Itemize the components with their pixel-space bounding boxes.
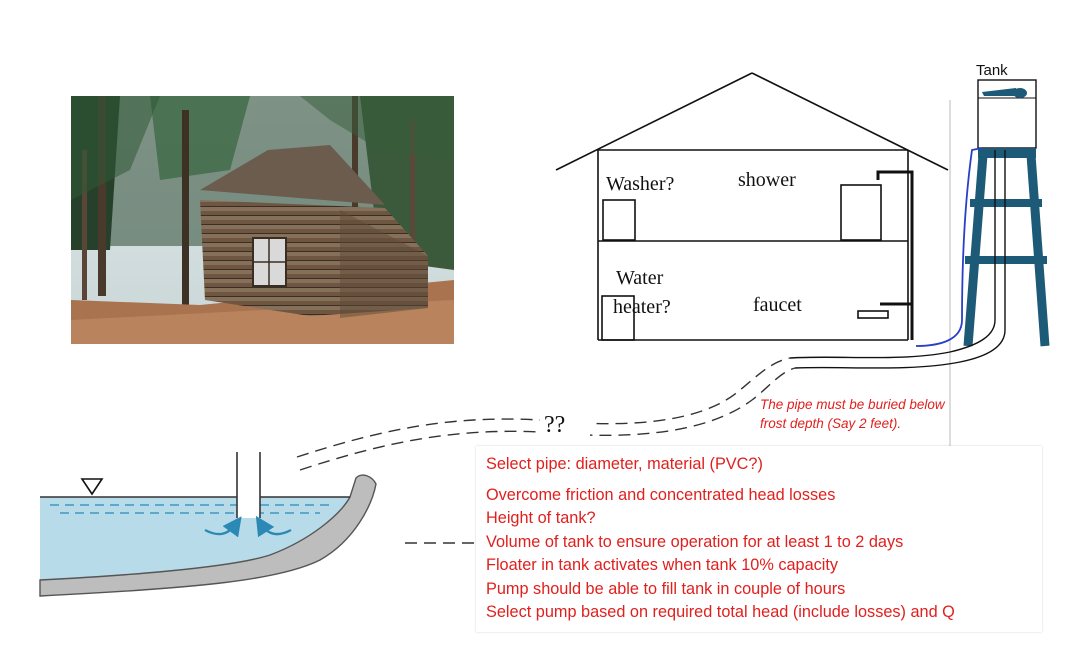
tank-supply-line <box>915 147 983 347</box>
requirement-item: Select pipe: diameter, material (PVC?) <box>486 455 763 473</box>
faucet-label: faucet <box>753 294 802 316</box>
shower-label: shower <box>738 169 796 191</box>
requirement-item: Volume of tank to ensure operation for a… <box>486 533 904 551</box>
curved-arrow-icon <box>204 516 242 538</box>
design-requirements-list: Select pipe: diameter, material (PVC?) O… <box>476 446 1042 632</box>
floater <box>982 88 1018 96</box>
frost-depth-note-line2: frost depth (Say 2 feet). <box>760 416 902 431</box>
cabin-photo <box>71 96 454 344</box>
water-heater-label-line2: heater? <box>613 296 671 318</box>
requirement-item: Overcome friction and concentrated head … <box>486 486 836 504</box>
requirement-item: Select pump based on required total head… <box>486 603 955 621</box>
requirement-item: Floater in tank activates when tank 10% … <box>486 556 839 574</box>
frost-depth-note: The pipe must be buried below frost dept… <box>760 395 1020 433</box>
house-outline <box>555 72 949 341</box>
pipe-unknown-label: ?? <box>544 412 565 438</box>
house-riser-pipe <box>876 170 914 340</box>
requirement-item: Pump should be able to fill tank in coup… <box>486 580 846 598</box>
tower-pipes <box>789 150 1006 369</box>
intake-pipe <box>237 452 260 518</box>
frost-depth-note-line1: The pipe must be buried below <box>760 397 945 412</box>
curved-arrow-icon <box>255 515 292 538</box>
water-heater-label-line1: Water <box>616 267 664 289</box>
reservoir <box>39 452 377 597</box>
washer-label: Washer? <box>606 173 674 195</box>
water-tower <box>963 79 1050 347</box>
lake-bank <box>39 474 377 597</box>
tank-label: Tank <box>976 62 1008 79</box>
requirement-item: Height of tank? <box>486 509 596 527</box>
triangle-down-icon <box>80 478 104 496</box>
buried-pipe <box>296 357 796 544</box>
